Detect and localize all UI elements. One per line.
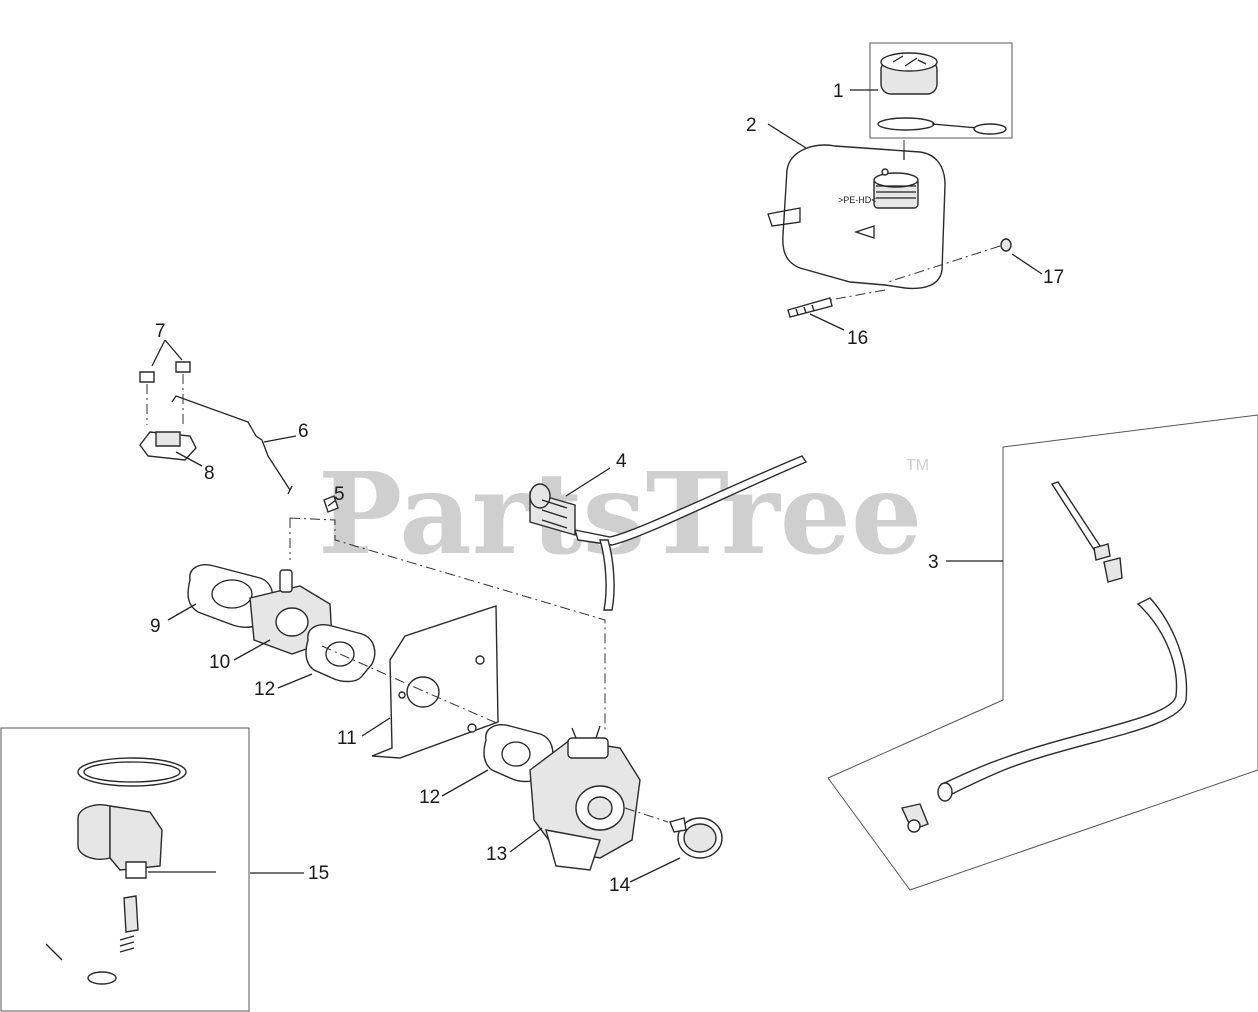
tank-washer[interactable] xyxy=(1000,238,1012,252)
callout-9[interactable]: 9 xyxy=(150,616,161,637)
watermark-text: PartsTree xyxy=(318,449,922,580)
gasket-12-upper[interactable] xyxy=(305,624,376,683)
carb-kit[interactable] xyxy=(45,757,216,985)
callout-8[interactable]: 8 xyxy=(204,463,215,484)
leader-lines xyxy=(151,89,1043,883)
callout-2[interactable]: 2 xyxy=(746,115,757,136)
watermark-trademark: TM xyxy=(906,457,929,474)
callout-12-upper[interactable]: 12 xyxy=(254,679,275,700)
callout-labels: 1 2 3 4 5 6 7 8 9 10 11 12 12 13 14 15 1… xyxy=(150,81,1064,896)
primer-line[interactable] xyxy=(901,481,1188,833)
callout-15[interactable]: 15 xyxy=(308,863,329,884)
carb-cap-14[interactable] xyxy=(669,817,723,859)
callout-14[interactable]: 14 xyxy=(609,875,631,896)
fuel-line-filter[interactable] xyxy=(529,455,808,611)
fuel-tank[interactable]: >PE-HD< xyxy=(767,144,946,290)
callout-5[interactable]: 5 xyxy=(334,484,345,505)
callout-11[interactable]: 11 xyxy=(337,728,357,749)
choke-bracket[interactable] xyxy=(139,431,197,461)
choke-rod[interactable] xyxy=(171,395,293,495)
callout-16[interactable]: 16 xyxy=(847,328,868,349)
callout-3[interactable]: 3 xyxy=(928,552,939,573)
callout-12-lower[interactable]: 12 xyxy=(419,787,440,808)
tank-bolt[interactable] xyxy=(787,297,833,318)
bolt-pair[interactable] xyxy=(139,361,191,425)
callout-17[interactable]: 17 xyxy=(1043,267,1064,288)
callout-7[interactable]: 7 xyxy=(155,321,166,342)
carburetor[interactable] xyxy=(529,725,641,871)
heat-shield-11[interactable] xyxy=(371,605,499,759)
callout-6[interactable]: 6 xyxy=(298,421,309,442)
callout-10[interactable]: 10 xyxy=(209,652,230,673)
callout-1[interactable]: 1 xyxy=(833,81,844,102)
callout-4[interactable]: 4 xyxy=(616,451,627,472)
fuel-cap-inset[interactable] xyxy=(869,42,1013,139)
svg-text:>PE-HD<: >PE-HD< xyxy=(838,195,877,205)
callout-13[interactable]: 13 xyxy=(486,844,507,865)
